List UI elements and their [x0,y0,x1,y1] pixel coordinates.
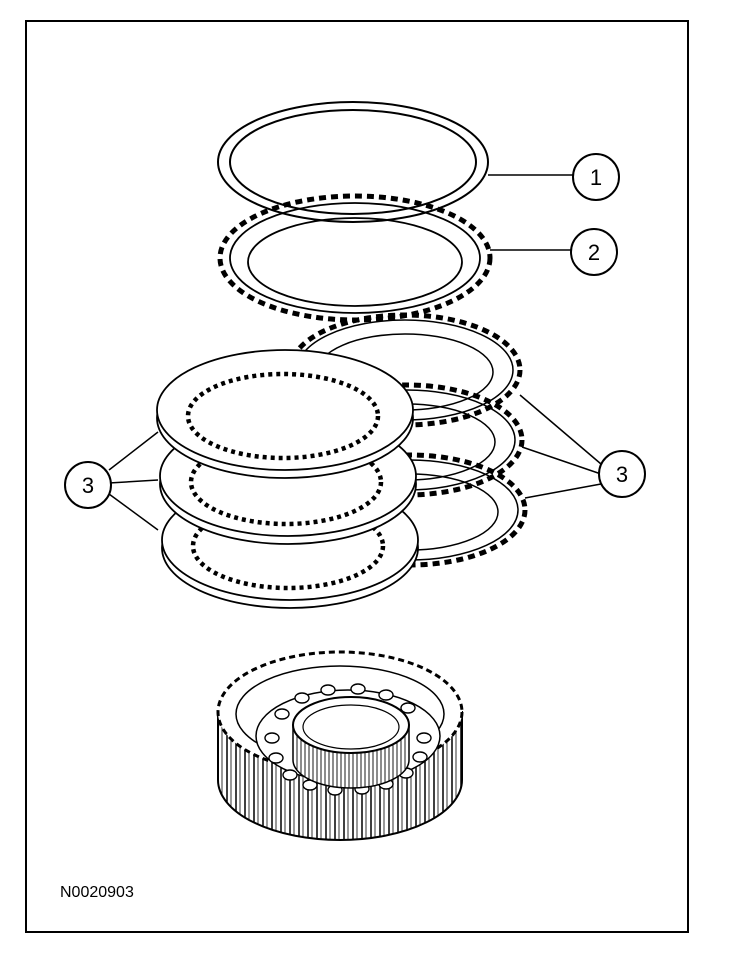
leader-lines [108,174,602,531]
clutch-hub [216,650,464,841]
clutch-plates-left [156,349,419,609]
callout-3-left: 3 [64,461,112,509]
callout-3-right-label: 3 [616,462,628,487]
snap-ring [217,101,489,223]
callout-1-label: 1 [590,165,602,190]
figure-frame [25,20,689,933]
callout-2-label: 2 [588,240,600,265]
callout-3-left-label: 3 [82,473,94,498]
callout-2: 2 [570,228,618,276]
callout-3-right: 3 [598,450,646,498]
callout-1: 1 [572,153,620,201]
figure-id-label: N0020903 [60,884,134,901]
